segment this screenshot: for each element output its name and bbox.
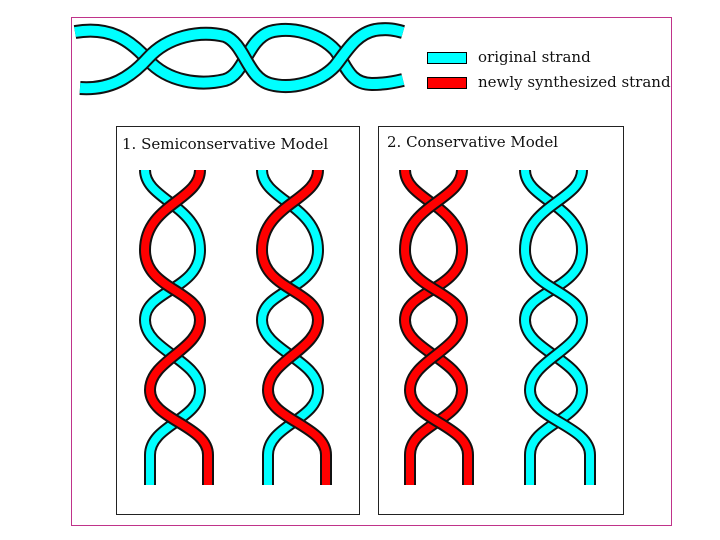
legend-label-original: original strand [478, 48, 591, 66]
legend-swatch-new [427, 77, 467, 89]
helix-semiconservative-2 [255, 169, 332, 485]
slide-frame [71, 17, 672, 526]
helix-conservative-new [398, 169, 474, 485]
helix-conservative-original [518, 169, 596, 485]
legend-label-new: newly synthesized strand [478, 73, 671, 91]
panel-title-semiconservative: 1. Semiconservative Model [122, 135, 329, 153]
top-helix [73, 22, 405, 96]
panel-title-conservative: 2. Conservative Model [387, 133, 559, 151]
legend-swatch-original [427, 52, 467, 64]
panel-semiconservative: 1. Semiconservative Model [116, 126, 360, 515]
helix-semiconservative-1 [138, 169, 214, 485]
panel-conservative: 2. Conservative Model [378, 126, 624, 515]
